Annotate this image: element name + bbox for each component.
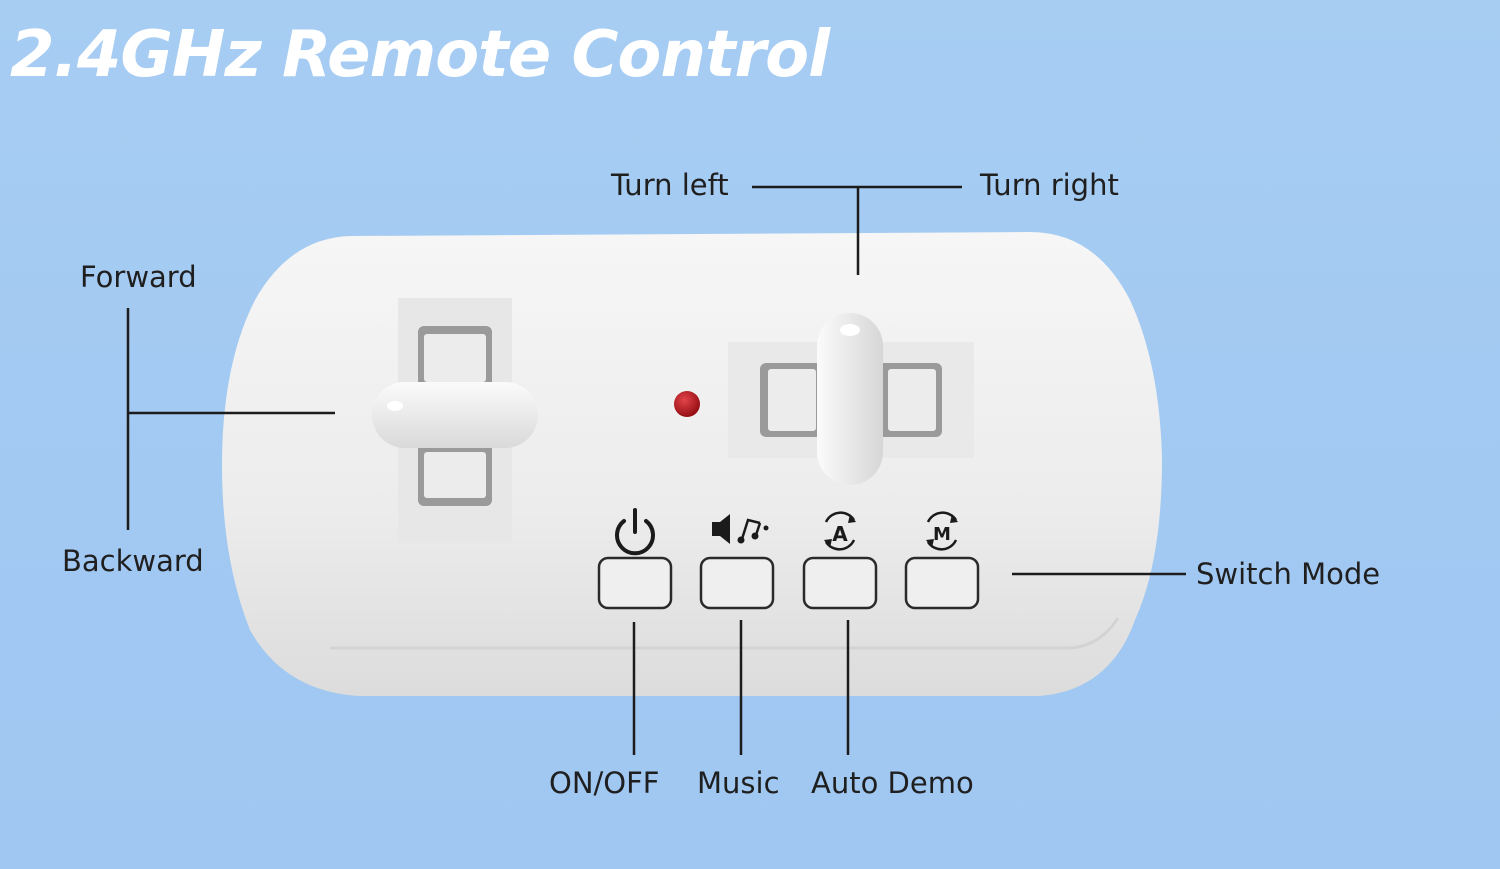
auto-a-icon: A bbox=[824, 511, 856, 551]
switch-mode-button[interactable] bbox=[904, 556, 980, 610]
music-label: Music bbox=[697, 766, 780, 800]
auto-demo-button[interactable] bbox=[802, 556, 878, 610]
backward-label: Backward bbox=[62, 544, 204, 578]
auto-demo-label: Auto Demo bbox=[811, 766, 974, 800]
turn-left-label: Turn left bbox=[611, 168, 729, 202]
forward-label: Forward bbox=[80, 260, 197, 294]
switch-mode-label: Switch Mode bbox=[1196, 557, 1381, 591]
speaker-music-icon bbox=[712, 514, 769, 544]
turn-left-right-stick[interactable] bbox=[728, 313, 974, 485]
status-led bbox=[674, 391, 700, 417]
turn-right-label: Turn right bbox=[980, 168, 1119, 202]
forward-backward-stick[interactable] bbox=[372, 298, 538, 543]
music-button[interactable] bbox=[699, 556, 775, 610]
mode-m-icon: M bbox=[926, 511, 958, 551]
on-off-label: ON/OFF bbox=[549, 766, 660, 800]
svg-text:A: A bbox=[832, 522, 848, 546]
page-title: 2.4GHz Remote Control bbox=[10, 18, 830, 92]
callout-lines bbox=[126, 185, 1186, 755]
remote-body bbox=[222, 232, 1162, 696]
svg-text:M: M bbox=[933, 524, 951, 545]
power-icon bbox=[615, 508, 655, 556]
on-off-button[interactable] bbox=[597, 556, 673, 610]
